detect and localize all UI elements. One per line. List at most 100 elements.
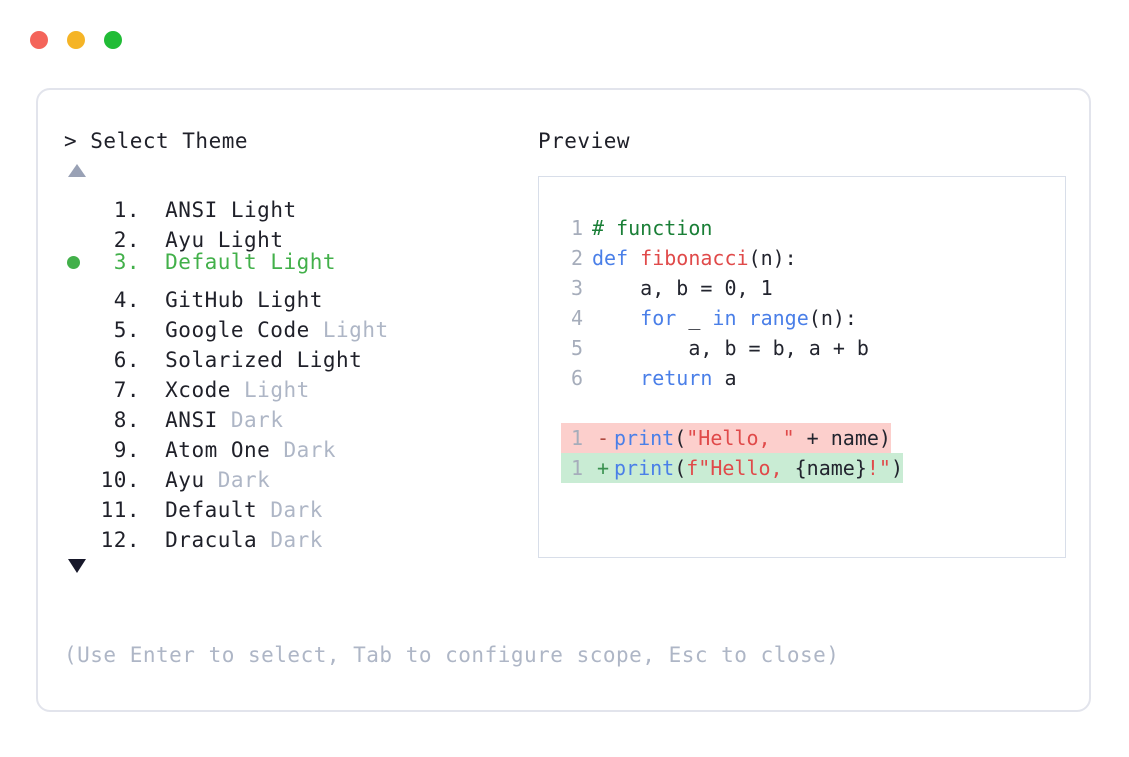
theme-item-index: 8. <box>113 408 140 432</box>
code-token: {name} <box>794 456 867 480</box>
theme-item-gap <box>205 465 218 495</box>
theme-item-variant: Dark <box>270 498 323 522</box>
code-line-text: return a <box>592 363 736 393</box>
theme-item-gap <box>283 345 296 375</box>
code-token: (n): <box>808 306 857 330</box>
line-number: 4 <box>570 306 583 330</box>
code-line-text: def fibonacci(n): <box>592 243 797 273</box>
code-line-text: # function <box>592 213 712 243</box>
theme-item-name: Google Code <box>165 318 310 342</box>
selection-indicator-slot <box>64 457 94 487</box>
theme-list-item[interactable]: 1. ANSI Light <box>64 187 524 222</box>
selection-indicator-slot <box>64 517 94 547</box>
theme-item-variant: Dark <box>217 468 271 492</box>
theme-list-item[interactable]: 8. ANSI Dark <box>64 397 524 432</box>
code-spacer <box>539 393 1065 423</box>
code-token: _ <box>676 306 713 330</box>
theme-list-item[interactable]: 2. Ayu Light <box>64 217 524 252</box>
diff-marker: - <box>596 426 610 450</box>
theme-item-variant: Dark <box>283 438 337 462</box>
triangle-down-icon[interactable] <box>68 559 86 573</box>
theme-list-item[interactable]: 3. Default Light <box>64 247 524 277</box>
code-token: + name) <box>794 426 891 450</box>
code-token: ( <box>674 426 687 450</box>
selection-indicator-slot <box>64 487 94 517</box>
theme-item-name: ANSI <box>165 198 218 222</box>
diff-line-text: print("Hello, " + name) <box>614 423 891 453</box>
code-token: "Hello, " <box>686 426 795 450</box>
theme-list-item[interactable]: 4. GitHub Light <box>64 277 524 312</box>
code-token: fibonacci <box>640 246 749 270</box>
diff-marker: + <box>596 456 610 480</box>
theme-item-spacer <box>140 375 165 405</box>
theme-item-name: Ayu <box>165 228 205 252</box>
selection-indicator-slot <box>64 187 94 217</box>
theme-item-index: 9. <box>113 438 140 462</box>
code-token: return <box>640 366 713 390</box>
code-token: def <box>592 246 641 270</box>
line-number: 6 <box>570 366 583 390</box>
close-window-button[interactable] <box>30 31 48 49</box>
theme-list-item[interactable]: 11. Default Dark <box>64 487 524 522</box>
code-line-text: for _ in range(n): <box>592 303 857 333</box>
code-line: 5 a, b = b, a + b <box>539 333 1065 363</box>
selection-indicator-slot <box>64 337 94 367</box>
theme-item-variant: Light <box>270 250 337 274</box>
code-token: f"Hello, <box>686 456 795 480</box>
theme-item-index: 1. <box>113 198 140 222</box>
maximize-window-button[interactable] <box>104 31 122 49</box>
theme-item-variant: Dark <box>270 528 323 552</box>
theme-list-item[interactable]: 5. Google Code Light <box>64 307 524 342</box>
theme-item-spacer <box>140 315 165 345</box>
theme-item-name: Dracula <box>165 528 258 552</box>
minimize-window-button[interactable] <box>67 31 85 49</box>
code-token: !" <box>866 456 891 480</box>
theme-list-item[interactable]: 12. Dracula Dark <box>64 517 524 552</box>
diff-lines: 1-print("Hello, " + name)1+print(f"Hello… <box>539 423 1065 483</box>
selection-indicator-slot <box>64 367 94 397</box>
theme-list-item[interactable]: 7. Xcode Light <box>64 367 524 402</box>
theme-list-item[interactable]: 10. Ayu Dark <box>64 457 524 492</box>
code-token: range <box>748 306 809 330</box>
code-token: print <box>614 456 675 480</box>
code-line-text: a, b = 0, 1 <box>592 273 772 303</box>
theme-item-index: 7. <box>113 378 140 402</box>
theme-item-gap <box>257 495 270 525</box>
code-line-text: a, b = b, a + b <box>592 333 869 363</box>
window-controls <box>30 31 122 49</box>
theme-list-item[interactable]: 6. Solarized Light <box>64 337 524 372</box>
code-token: # function <box>592 216 713 240</box>
theme-item-variant: Light <box>230 198 297 222</box>
keyboard-hint: (Use Enter to select, Tab to configure s… <box>64 643 840 667</box>
line-number: 5 <box>570 336 583 360</box>
theme-item-spacer <box>140 285 165 315</box>
code-token <box>592 366 640 390</box>
code-token <box>737 306 749 330</box>
theme-item-gap <box>244 285 257 315</box>
code-token: ) <box>890 456 904 480</box>
theme-item-gap <box>310 315 323 345</box>
selection-indicator-slot <box>64 277 94 307</box>
selection-indicator-slot <box>64 427 94 457</box>
code-token: for <box>640 306 677 330</box>
theme-item-gap <box>257 247 270 277</box>
theme-list-item[interactable]: 9. Atom One Dark <box>64 427 524 462</box>
line-number: 1 <box>570 426 583 450</box>
code-line: 3 a, b = 0, 1 <box>539 273 1065 303</box>
theme-item-index: 6. <box>113 348 140 372</box>
theme-item-index: 11. <box>100 498 140 522</box>
theme-item-variant: Light <box>257 288 323 312</box>
theme-item-name: ANSI <box>165 408 218 432</box>
diff-line-text: print(f"Hello, {name}!") <box>614 453 903 483</box>
code-token: a, b = <box>592 276 725 300</box>
code-token: (n): <box>748 246 797 270</box>
theme-item-gap <box>218 195 231 225</box>
triangle-up-icon[interactable] <box>68 164 86 177</box>
selected-bullet-icon <box>67 256 80 269</box>
theme-item-index: 4. <box>113 288 140 312</box>
theme-item-spacer <box>140 405 165 435</box>
